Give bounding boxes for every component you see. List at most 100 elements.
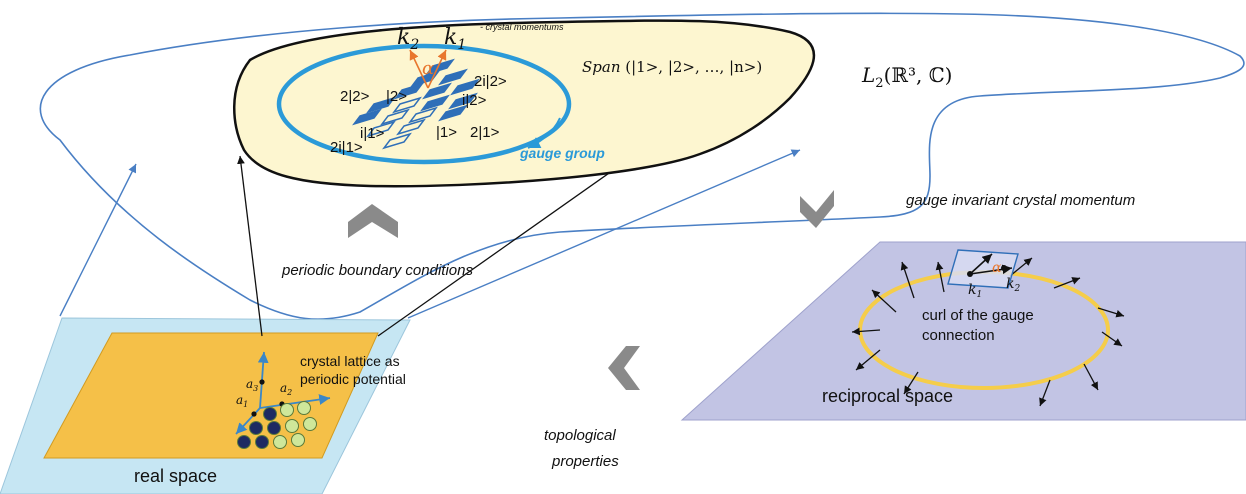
hilbert-L: L <box>861 63 875 87</box>
state-2iket1: 2i|1> <box>330 139 363 156</box>
field-arrow <box>1039 379 1051 407</box>
chevron-up-icon <box>348 204 398 238</box>
field-arrow <box>1083 363 1099 391</box>
field-arrow <box>935 261 945 293</box>
svg-text:a1: a1 <box>236 393 248 409</box>
field-arrow <box>1053 277 1081 289</box>
topological-label-line2: properties <box>551 453 619 470</box>
svg-text:k2: k2 <box>397 25 419 53</box>
real-space-label: real space <box>134 466 217 486</box>
topological-label-line1: topological <box>544 427 616 444</box>
axis-a2 <box>259 394 331 409</box>
a1-sub: 1 <box>243 400 248 409</box>
reciprocal-space-label: reciprocal space <box>822 386 953 406</box>
atom <box>280 403 294 417</box>
k1-sub: 1 <box>457 37 466 53</box>
span-prefix: Span <box>582 58 620 76</box>
crystal-momentums-note: - crystal momentums <box>480 22 564 32</box>
state-2ket2: 2|2> <box>340 88 370 105</box>
a2-label: a <box>280 381 287 395</box>
atom <box>255 435 269 449</box>
reciprocal-cell <box>947 249 1019 289</box>
atom <box>267 421 281 435</box>
projection-arrow-left <box>59 163 137 317</box>
cell <box>438 104 468 122</box>
state-2ket1: 2|1> <box>470 124 500 141</box>
projection-arrow-right <box>407 149 801 319</box>
curl-label-line2: connection <box>922 327 995 344</box>
hilbert-sub: 2 <box>875 76 883 91</box>
svg-text:L2(ℝ³, ℂ): L2(ℝ³, ℂ) <box>861 63 952 91</box>
svg-text:k1: k1 <box>444 25 466 53</box>
recip-k2-sub: 2 <box>1013 284 1020 294</box>
k2-arrow <box>409 49 429 89</box>
atom <box>237 435 251 449</box>
field-arrow <box>855 349 881 371</box>
recip-k1-label: k <box>968 282 976 298</box>
recip-k2-point <box>1001 265 1007 271</box>
reciprocal-space-plane <box>680 241 1246 421</box>
cell <box>450 78 480 96</box>
a1-point <box>251 411 257 417</box>
cell <box>425 58 455 76</box>
cell <box>382 132 412 150</box>
field-arrow <box>1009 257 1033 277</box>
field-arrow <box>903 371 919 395</box>
a1-label: a <box>236 393 243 407</box>
cell <box>366 120 396 138</box>
chevron-left-icon <box>608 346 640 390</box>
alpha-label: α <box>422 58 434 79</box>
atom <box>291 433 305 447</box>
a3-point <box>259 379 265 385</box>
cell <box>380 108 410 126</box>
a2-sub: 2 <box>286 388 292 397</box>
atom <box>263 407 277 421</box>
k2-label: k <box>397 25 410 50</box>
atom <box>273 435 287 449</box>
gauge-orbit-ellipse <box>276 43 572 165</box>
cell <box>448 92 478 110</box>
atom <box>303 417 317 431</box>
svg-text:a2: a2 <box>280 381 292 397</box>
cell <box>438 68 468 86</box>
state-ket2: |2> <box>386 88 407 105</box>
field-arrow <box>871 289 897 313</box>
state-2iket2: 2i|2> <box>474 73 507 90</box>
cell <box>422 82 452 100</box>
gauge-invariant-label: gauge invariant crystal momentum <box>906 192 1135 209</box>
gauge-group-arrow <box>527 117 561 149</box>
crystal-lattice-line2: periodic potential <box>300 371 406 387</box>
svg-text:a3: a3 <box>246 377 258 393</box>
gauge-group-label: gauge group <box>519 145 605 161</box>
cell <box>392 96 422 114</box>
k1-arrow <box>427 49 447 89</box>
recip-k2-label: k <box>1006 276 1014 292</box>
cell <box>366 96 396 114</box>
state-iket1: i|1> <box>360 125 385 142</box>
cell <box>352 108 382 126</box>
atom <box>285 419 299 433</box>
field-arrow <box>851 327 881 336</box>
span-args: (|1>, |2>, …, |n>) <box>625 58 762 76</box>
field-arrow <box>1101 331 1123 347</box>
k1-label: k <box>444 25 457 50</box>
a3-sub: 3 <box>253 384 258 393</box>
cell <box>394 82 424 100</box>
svg-text:k2: k2 <box>1006 276 1020 294</box>
span-subspace-blob <box>233 19 816 188</box>
atom <box>297 401 311 415</box>
field-arrow <box>1097 307 1125 318</box>
recip-k1-arrow <box>969 253 993 275</box>
recip-k1-point <box>967 271 973 277</box>
cell <box>408 106 438 124</box>
recip-k1-sub: 1 <box>976 290 982 300</box>
hilbert-space-outline <box>39 12 1245 320</box>
curl-label-line1: curl of the gauge <box>922 307 1034 324</box>
projection-arrow-blob-left <box>237 155 263 337</box>
cell <box>420 94 450 112</box>
svg-text:Span (|1>, |2>, …, |n>): Span (|1>, |2>, …, |n>) <box>582 58 762 76</box>
cell <box>396 118 426 136</box>
state-lattice-cells <box>352 58 480 150</box>
chevron-down-icon <box>800 190 834 228</box>
